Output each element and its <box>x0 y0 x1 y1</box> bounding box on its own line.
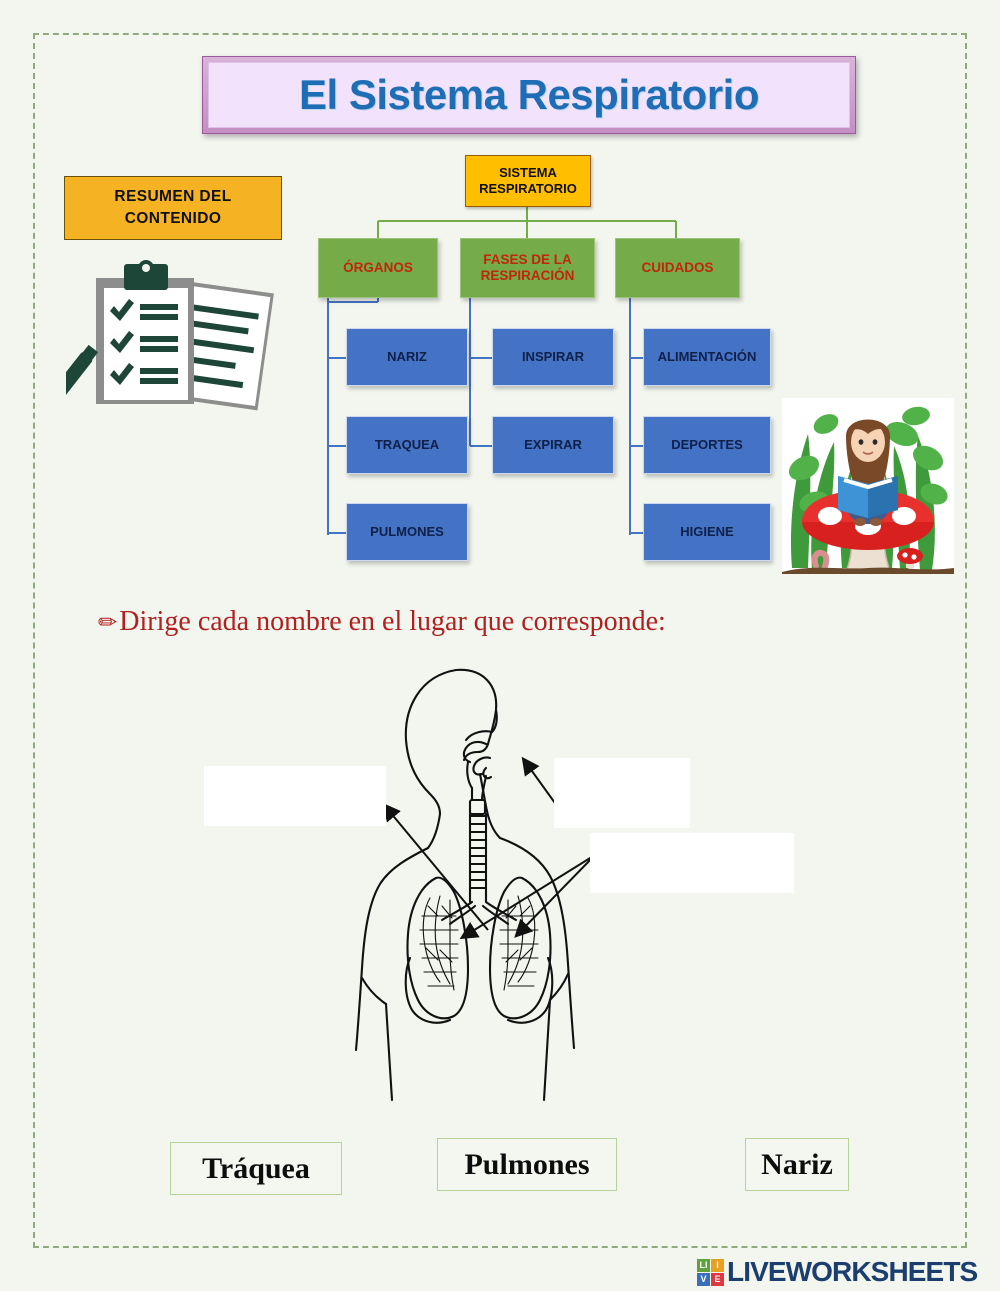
chart-leaf-higiene-label: HIGIENE <box>680 524 734 540</box>
chart-node-cuidados: CUIDADOS <box>615 238 740 298</box>
word-bank-label: Tráquea <box>202 1151 310 1185</box>
chart-leaf-traquea: TRAQUEA <box>346 416 468 474</box>
drop-zone-pulmones[interactable] <box>590 833 794 893</box>
chart-node-fases-line1: FASES DE LA <box>483 251 572 267</box>
summary-label-box: RESUMEN DEL CONTENIDO <box>64 176 282 240</box>
logo-blocks-icon: LI I V E <box>697 1258 724 1286</box>
pencil-icon: ✏ <box>98 610 118 635</box>
word-bank-item-traquea[interactable]: Tráquea <box>170 1142 342 1195</box>
summary-label-line1: RESUMEN DEL <box>114 187 232 205</box>
instruction-line: ✏ Dirige cada nombre en el lugar que cor… <box>98 606 666 638</box>
chart-leaf-expirar-label: EXPIRAR <box>524 437 582 453</box>
page-title: El Sistema Respiratorio <box>299 71 760 118</box>
chart-leaf-inspirar: INSPIRAR <box>492 328 614 386</box>
chart-leaf-alimentacion: ALIMENTACIÓN <box>643 328 771 386</box>
logo-block-li: LI <box>697 1258 710 1272</box>
logo-block-i: I <box>711 1258 724 1272</box>
summary-label-line2: CONTENIDO <box>124 210 222 227</box>
chart-leaf-nariz-label: NARIZ <box>387 349 427 365</box>
chart-node-cuidados-label: CUIDADOS <box>641 259 714 275</box>
org-chart-connectors <box>327 207 677 535</box>
logo-block-v: V <box>697 1272 710 1286</box>
logo-block-e: E <box>711 1272 724 1286</box>
page-title-banner: El Sistema Respiratorio <box>202 56 856 134</box>
chart-node-root-line1: SISTEMA <box>499 165 557 181</box>
drop-zone-traquea[interactable] <box>204 766 386 826</box>
chart-leaf-traquea-label: TRAQUEA <box>374 437 440 453</box>
logo-wordmark: LIVEWORKSHEETS <box>727 1256 978 1287</box>
liveworksheets-logo[interactable]: LI I V E LIVEWORKSHEETS <box>697 1256 978 1288</box>
chart-node-organos-label: ÓRGANOS <box>343 259 413 275</box>
chart-leaf-deportes-label: DEPORTES <box>671 437 743 453</box>
chart-leaf-expirar: EXPIRAR <box>492 416 614 474</box>
page-title-inner: El Sistema Respiratorio <box>208 62 850 128</box>
chart-leaf-pulmones: PULMONES <box>346 503 468 561</box>
chart-leaf-inspirar-label: INSPIRAR <box>521 349 585 365</box>
clipboard-checklist-icon <box>37 256 281 420</box>
word-bank-label: Pulmones <box>464 1147 590 1181</box>
chart-leaf-deportes: DEPORTES <box>643 416 771 474</box>
chart-leaf-higiene: HIGIENE <box>643 503 771 561</box>
org-chart: SISTEMA RESPIRATORIO ÓRGANOS FASES DE LA… <box>300 150 800 570</box>
girl-reading-on-mushroom-icon <box>782 398 954 574</box>
chart-leaf-nariz: NARIZ <box>346 328 468 386</box>
chart-node-fases: FASES DE LA RESPIRACIÓN <box>460 238 595 298</box>
chart-node-fases-line2: RESPIRACIÓN <box>480 268 575 283</box>
word-bank-item-pulmones[interactable]: Pulmones <box>437 1138 617 1191</box>
instruction-text: Dirige cada nombre en el lugar que corre… <box>119 606 666 637</box>
chart-node-root: SISTEMA RESPIRATORIO <box>465 155 591 207</box>
word-bank-label: Nariz <box>761 1147 833 1181</box>
chart-node-root-line2: RESPIRATORIO <box>479 181 577 196</box>
chart-leaf-pulmones-label: PULMONES <box>370 524 444 540</box>
chart-node-organos: ÓRGANOS <box>318 238 438 298</box>
chart-leaf-alimentacion-label: ALIMENTACIÓN <box>657 349 757 365</box>
word-bank-item-nariz[interactable]: Nariz <box>745 1138 849 1191</box>
drop-zone-nariz[interactable] <box>554 758 690 828</box>
